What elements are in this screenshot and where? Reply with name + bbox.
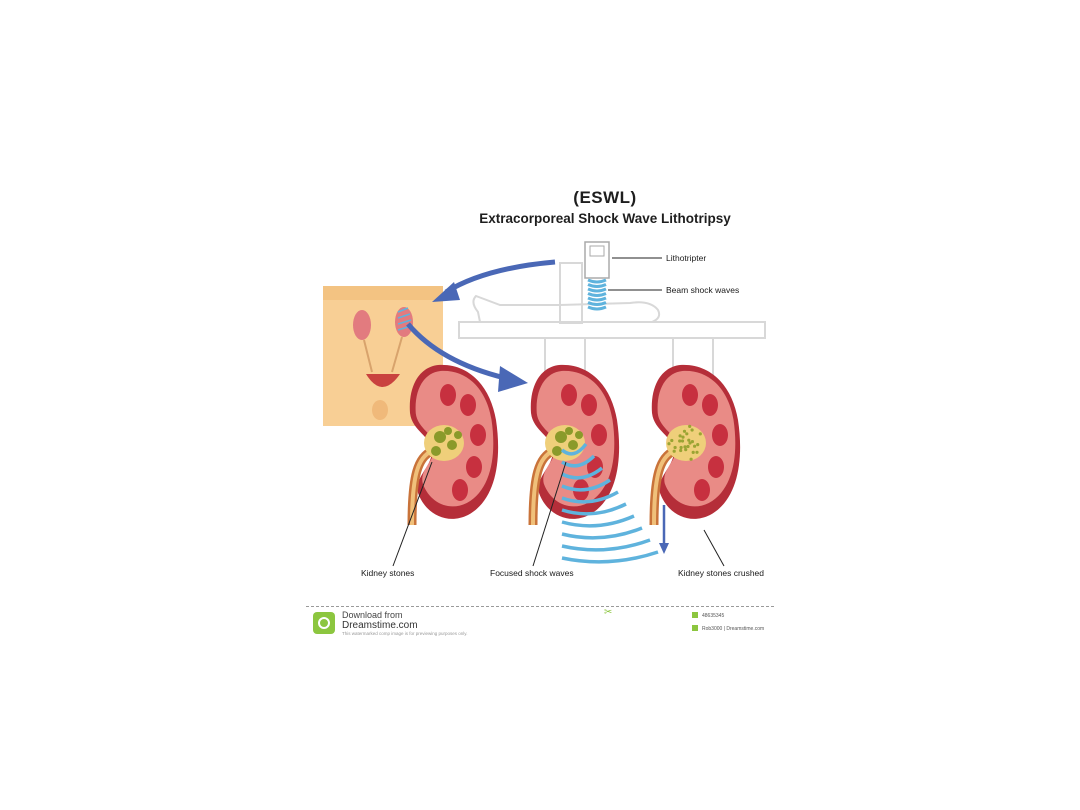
credit-icon xyxy=(692,625,698,631)
watermark-footer: Download from Dreamstime.com This waterm… xyxy=(306,606,774,637)
kidney-stone xyxy=(575,431,583,439)
stone-fragment xyxy=(683,445,687,449)
stone-fragment xyxy=(684,448,688,452)
kidney-stone xyxy=(454,431,462,439)
site-text: Dreamstime.com xyxy=(342,620,418,631)
renal-pyramid xyxy=(682,384,698,406)
renal-pyramid xyxy=(591,424,607,446)
stone-fragment xyxy=(673,445,677,450)
stone-fragment xyxy=(691,450,695,454)
shock-wave-arc xyxy=(561,490,619,504)
lithotripter-device xyxy=(584,241,610,311)
shock-wave-arc xyxy=(561,478,611,492)
renal-pyramid xyxy=(712,424,728,446)
stone-fragment xyxy=(672,449,676,453)
kidney-stones-label: Kidney stones xyxy=(361,568,415,578)
scissors-icon: ✂ xyxy=(604,607,613,618)
renal-pelvis xyxy=(545,425,585,461)
renal-pyramid xyxy=(702,394,718,416)
stone-fragment xyxy=(688,424,692,428)
stone-fragment xyxy=(682,429,687,433)
stone-fragment xyxy=(680,439,685,443)
stone-fragment xyxy=(685,432,689,436)
focused-waves-label: Focused shock waves xyxy=(490,568,574,578)
stone-fragment xyxy=(693,444,697,448)
renal-pyramid xyxy=(561,384,577,406)
shock-wave-arc xyxy=(560,442,588,456)
shock-wave-arc xyxy=(561,502,627,516)
kidney-stone xyxy=(444,427,452,435)
image-id: 48635345 xyxy=(702,613,725,619)
renal-pelvis xyxy=(666,425,706,461)
beam-coil xyxy=(587,278,607,311)
renal-pyramid xyxy=(460,394,476,416)
dreamstime-logo-icon xyxy=(313,612,335,634)
beam-wave xyxy=(587,301,607,306)
shock-wave-arc xyxy=(561,466,604,480)
focused-waves xyxy=(560,442,659,564)
beam-wave xyxy=(587,283,607,288)
renal-pyramid xyxy=(440,384,456,406)
flow-arrows xyxy=(406,259,669,554)
shock-wave-arc xyxy=(561,514,635,528)
kidney-stone xyxy=(552,446,562,456)
beam-label: Beam shock waves xyxy=(666,285,740,295)
abbreviation-title: (ESWL) xyxy=(573,188,637,207)
stone-fragment xyxy=(688,441,692,445)
renal-pyramid xyxy=(587,456,603,478)
stone-fragment xyxy=(687,438,691,442)
kidney-3 xyxy=(649,364,741,526)
label-pointers xyxy=(392,461,725,567)
stone-fragment xyxy=(696,443,700,447)
stone-fragment xyxy=(690,440,694,444)
renal-pelvis xyxy=(424,425,464,461)
beam-wave xyxy=(587,292,607,297)
page-title: Extracorporeal Shock Wave Lithotripsy xyxy=(479,211,731,226)
image-credit: Rob3000 | Dreamstime.com xyxy=(702,626,765,632)
beam-wave xyxy=(587,278,607,284)
kidney-stone xyxy=(447,440,457,450)
stone-fragment xyxy=(695,450,699,454)
shock-wave-arc xyxy=(561,538,651,552)
renal-pyramid xyxy=(708,456,724,478)
kidney-stone xyxy=(431,446,441,456)
kidney-stone xyxy=(568,440,578,450)
beam-wave xyxy=(587,287,607,293)
lithotripter-label: Lithotripter xyxy=(666,253,707,263)
stone-fragment xyxy=(689,457,693,461)
stone-fragment xyxy=(679,445,683,450)
stone-fragment xyxy=(681,435,685,439)
stone-fragment xyxy=(698,432,702,436)
beam-wave xyxy=(587,305,607,311)
stones-crushed-label: Kidney stones crushed xyxy=(678,568,764,578)
renal-pyramid xyxy=(694,479,710,501)
kidney-stone xyxy=(434,431,446,443)
beam-wave xyxy=(587,296,607,302)
stone-fragment xyxy=(690,428,694,432)
renal-pyramid xyxy=(452,479,468,501)
treatment-table xyxy=(458,262,766,394)
renal-pyramid xyxy=(466,456,482,478)
renal-pyramid xyxy=(470,424,486,446)
stone-fragment xyxy=(678,439,682,443)
stone-fragment xyxy=(670,438,674,443)
watermark-note: This watermarked comp image is for previ… xyxy=(342,631,468,636)
download-text: Download from xyxy=(342,610,403,620)
stone-fragment xyxy=(678,434,682,438)
shock-wave-arc xyxy=(561,454,596,468)
stone-fragment xyxy=(686,444,690,449)
stone-fragment xyxy=(667,442,671,446)
kidney-1 xyxy=(407,364,499,526)
kidney-stone xyxy=(555,431,567,443)
renal-pyramid xyxy=(581,394,597,416)
shock-wave-arc xyxy=(561,526,643,540)
shock-wave-arc xyxy=(561,550,659,564)
id-icon xyxy=(692,612,698,618)
stone-fragment xyxy=(679,448,683,453)
kidney-stone xyxy=(565,427,573,435)
